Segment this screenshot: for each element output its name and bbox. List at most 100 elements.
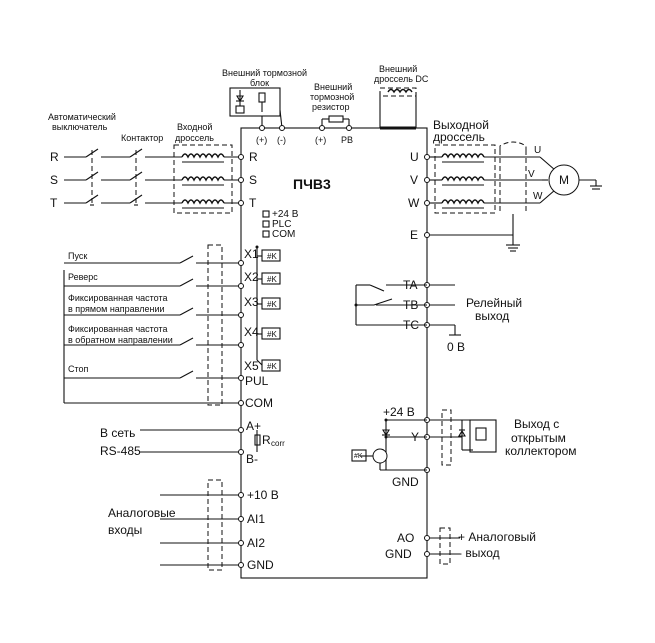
supply-phase-s: S (50, 173, 58, 187)
dc-terminals: (+) (-) (+) PB (256, 125, 353, 145)
dc-term-plus-1: (+) (256, 135, 267, 145)
input-x4: X4 Фиксированная частота в обратном напр… (64, 324, 281, 348)
inverter-title: ПЧВ3 (293, 176, 331, 192)
rs485-label-2: RS-485 (100, 444, 141, 458)
rs485-term-a: A+ (246, 419, 261, 433)
x4-opto: #K (267, 330, 277, 339)
analog-in-label-2: входы (108, 523, 142, 537)
relay-output: TA TB TC Релейный выход 0 В (354, 278, 522, 354)
oc-label-1: Выход с (514, 417, 559, 431)
output-term-v: V (410, 173, 418, 187)
analog-output: AO GND + Аналоговый - выход (385, 527, 536, 565)
external-brake-unit: Внешний тормозной блок (222, 68, 307, 129)
x1-opto: #K (267, 252, 277, 261)
aux-term-com: COM (272, 229, 295, 240)
ao-term-gnd: GND (385, 547, 412, 561)
input-choke-label-1: Входной (177, 122, 212, 132)
aux-term-24v: +24 В (272, 209, 299, 220)
r-corr-main: R (262, 433, 271, 447)
input-phase-lines (64, 144, 244, 214)
aux-term-plc: PLC (272, 219, 291, 230)
dc-choke-label-2: дроссель DC (374, 74, 429, 84)
breaker-label-1: Автоматический (48, 112, 116, 122)
input-bus-connectors (256, 255, 263, 366)
brake-resistor-label-2: тормозной (310, 92, 354, 102)
oc-label-3: коллектором (505, 444, 577, 458)
output-choke-label-2: дроссель (433, 130, 485, 144)
x1-label: Пуск (68, 251, 87, 261)
aux-terminals: +24 В PLC COM (262, 209, 299, 240)
x3-label-2: в прямом направлении (68, 304, 165, 314)
motor-phase-v: V (528, 169, 535, 180)
output-lines (424, 141, 602, 252)
motor-symbol: M (559, 173, 569, 187)
pul-term: PUL (245, 374, 269, 388)
x3-label-1: Фиксированная частота (68, 293, 168, 303)
dc-term-plus-2: (+) (315, 135, 326, 145)
input-x1: X1 Пуск #K (64, 247, 281, 266)
ao-label-1: + Аналоговый (458, 530, 536, 544)
analog-inputs: +10 В AI1 AI2 GND Аналоговые входы (108, 479, 279, 572)
oc-term-gnd: GND (392, 475, 419, 489)
contactor-label: Контактор (121, 133, 163, 143)
supply-phase-r: R (50, 150, 59, 164)
output-choke-label-1: Выходной (433, 118, 489, 132)
input-x2: X2 Реверс #K (64, 270, 281, 289)
x4-label-1: Фиксированная частота (68, 324, 168, 334)
output-term-w: W (408, 196, 420, 210)
input-shield (207, 244, 223, 406)
breaker: Автоматический выключатель (48, 112, 116, 132)
earth-term: E (410, 228, 418, 242)
x4-term: X4 (244, 325, 259, 339)
dc-choke-label-1: Внешний (379, 64, 417, 74)
input-choke-label-2: дроссель (175, 133, 214, 143)
ai-term-ai2: AI2 (247, 536, 265, 550)
x4-label-2: в обратном направлении (68, 335, 173, 345)
input-x3: X3 Фиксированная частота в прямом направ… (64, 293, 281, 318)
x5-term: X5 (244, 359, 259, 373)
output-term-u: U (410, 150, 419, 164)
oc-opto: #K (354, 453, 363, 460)
analog-in-label-1: Аналоговые (108, 506, 176, 520)
x5-label: Стоп (68, 364, 89, 374)
ao-label-2: - выход (458, 546, 500, 560)
rs485-label-1: В сеть (100, 426, 135, 440)
supply-phase-t: T (50, 196, 58, 210)
x3-opto: #K (267, 300, 277, 309)
x3-term: X3 (244, 295, 259, 309)
dc-term-minus: (-) (277, 135, 286, 145)
ai-term-gnd: GND (247, 558, 274, 572)
oc-label-2: открытым (511, 431, 566, 445)
rs485-section: В сеть RS-485 A+ B- R corr (100, 419, 285, 466)
external-brake-resistor: Внешний тормозной резистор (310, 82, 354, 128)
x1-term: X1 (244, 247, 259, 261)
input-x5: X5 Стоп #K (64, 359, 281, 381)
external-dc-choke: Внешний дроссель DC (374, 64, 429, 130)
brake-unit-label-1: Внешний тормозной (222, 68, 307, 78)
oc-term-24v: +24 В (383, 405, 415, 419)
relay-label-1: Релейный (466, 296, 522, 310)
ai-term-ai1: AI1 (247, 512, 265, 526)
zero-volt-label: 0 В (447, 340, 465, 354)
breaker-label-2: выключатель (52, 122, 108, 132)
x2-label: Реверс (68, 272, 98, 282)
x2-term: X2 (244, 270, 259, 284)
inverter-body (240, 127, 428, 579)
r-corr-sub: corr (271, 439, 285, 448)
relay-label-2: выход (475, 309, 509, 323)
input-term-r: R (249, 150, 258, 164)
ao-term-ao: AO (397, 531, 414, 545)
ai-term-10v: +10 В (247, 488, 279, 502)
dc-term-pb: PB (341, 135, 353, 145)
brake-unit-label-2: блок (250, 78, 269, 88)
motor-phase-u: U (534, 145, 541, 156)
brake-resistor-label-3: резистор (312, 102, 350, 112)
rs485-term-b: B- (246, 452, 258, 466)
input-term-t: T (249, 196, 257, 210)
input-term-s: S (249, 173, 257, 187)
motor-phase-w: W (533, 191, 543, 202)
open-collector-output: +24 В Y GND #K Выход с открытым коллекто… (351, 405, 577, 489)
brake-resistor-label-1: Внешний (314, 82, 352, 92)
x2-opto: #K (267, 275, 277, 284)
